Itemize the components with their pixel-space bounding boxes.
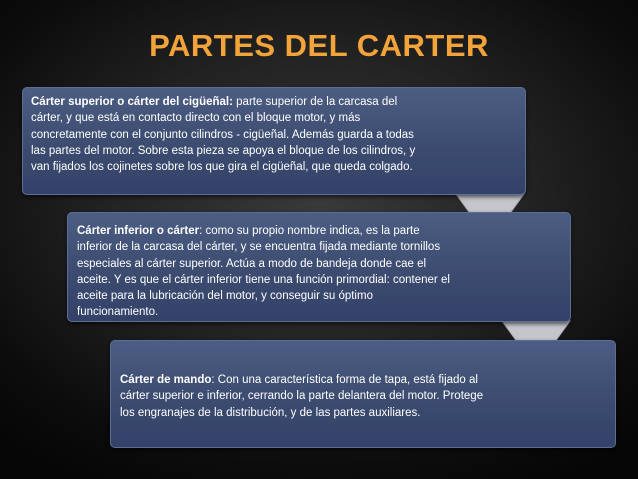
carter-inferior-text: Cárter inferior o cárter: como su propio…	[77, 223, 452, 321]
carter-mando-heading: Cárter de mando	[120, 374, 212, 386]
carter-superior-body: parte superior de la carcasa del cárter,…	[31, 96, 416, 174]
carter-mando-box: Cárter de mando: Con una característica …	[110, 340, 616, 448]
page-title: PARTES DEL CARTER	[149, 28, 489, 63]
carter-inferior-box: Cárter inferior o cárter: como su propio…	[67, 212, 571, 322]
carter-inferior-heading: Cárter inferior o cárter	[77, 225, 200, 237]
carter-superior-text: Cárter superior o cárter del cigüeñal: p…	[31, 94, 421, 175]
carter-superior-box: Cárter superior o cárter del cigüeñal: p…	[22, 87, 526, 195]
carter-inferior-body: : como su propio nombre indica, es la pa…	[77, 225, 450, 319]
carter-mando-text: Cárter de mando: Con una característica …	[120, 372, 492, 421]
carter-mando-body: : Con una característica forma de tapa, …	[120, 374, 484, 419]
carter-superior-heading: Cárter superior o cárter del cigüeñal:	[31, 96, 233, 108]
